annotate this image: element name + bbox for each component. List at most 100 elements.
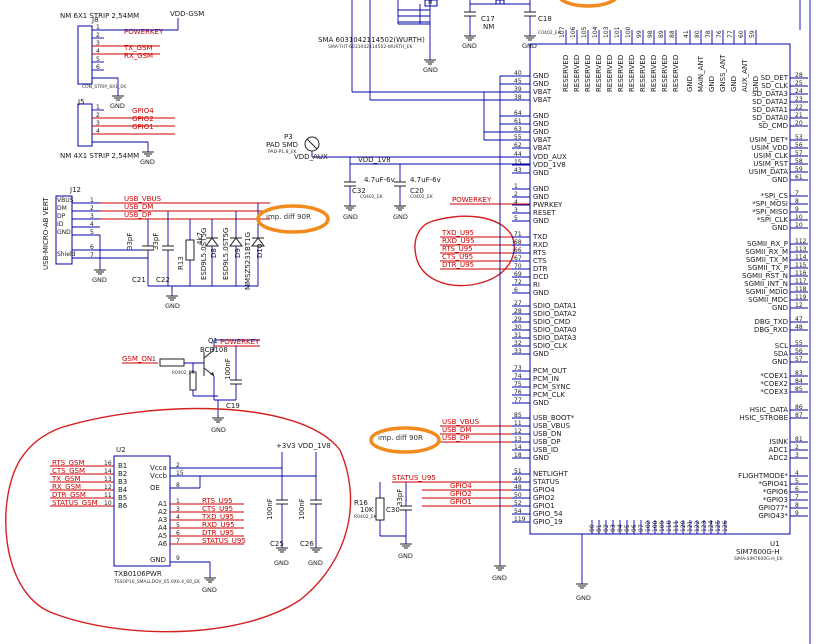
u1-right-pin-num: 22 (795, 104, 803, 111)
level-shifter-u2: U2 TXB0106PWR TSSOP16_SMALLDOV_65.0X6.4_… (50, 442, 331, 594)
u1-right-pin-name: HSIC_DATA (750, 406, 788, 414)
u2-right-net: RTS_U95 (202, 497, 233, 505)
u1-net-dtr: DTR_U95 (442, 261, 474, 269)
j5-pin-num: 2 (96, 112, 100, 119)
u1-bottom-pin-num: 95 (624, 524, 631, 532)
gnd-j8: GND (110, 95, 125, 110)
svg-text:1: 1 (152, 356, 156, 363)
u1-right-pin-num: 57 (795, 356, 803, 363)
j8-value: NM 6X1 STRIP 2,54MM (60, 12, 139, 20)
u1-bottom-pin-num: 108 (652, 520, 659, 532)
svg-text:R0402_EK: R0402_EK (172, 370, 196, 376)
u1-right-pin-num: 114 (795, 254, 807, 261)
u2-left-pin-name: B4 (118, 486, 128, 494)
u1-left-pin-num: 18 (514, 452, 522, 459)
u2-left-net: RX_GSM (52, 483, 81, 491)
svg-text:R0402_EK: R0402_EK (354, 514, 378, 520)
u2-left-pin-name: B2 (118, 470, 127, 478)
svg-text:GND: GND (110, 102, 125, 110)
u1-left-pin-name: GND (533, 350, 549, 358)
u2-right-pin-name: A6 (158, 540, 168, 548)
u1-right-pin-name: SGMII_RST_N (742, 272, 788, 280)
usb-connector-j12: J12 USB-MICRO-AB VERT 1234567VBUSDMDPIDG… (42, 186, 311, 310)
r16-resistor (375, 497, 385, 521)
u1-left-pin-num: 68 (514, 239, 522, 246)
j12-pin-num: 7 (90, 252, 94, 259)
j8-net-tx: TX_GSM (123, 44, 152, 52)
u1-left-pin-num: 27 (514, 300, 522, 307)
c21-val: 33pF (126, 233, 134, 250)
svg-text:GND: GND (522, 42, 537, 50)
u1-left-pin-name: GND (533, 112, 549, 120)
u1-top-pin-num: 89 (658, 30, 665, 38)
u1-right-pin-name: GPIO43* (758, 512, 788, 520)
j12-pin-num: 1 (90, 197, 94, 204)
u1-left-pin-name: SDIO_DATA0 (533, 326, 576, 334)
u2-gnd-pin: GND (150, 556, 166, 564)
r13-val: 4k7 (196, 232, 204, 245)
u1-top-pin-name: GND (730, 76, 738, 92)
u1-net-usb-dm: USB_DM (442, 426, 471, 434)
u1-right-pin-name: USIM_DET* (749, 136, 788, 144)
u1-left-pin-num: 44 (514, 151, 522, 158)
u1-right-pin-name: *SPI_CS (761, 192, 789, 200)
u1-left-pin-name: GPIO2 (533, 494, 555, 502)
c18-ref: C18 (538, 15, 552, 23)
u1-left-pin-num: 5 (514, 215, 518, 222)
u1-right-pin-name: GND (772, 224, 788, 232)
u1-right-pin-name: HSIC_STROBE (740, 414, 788, 422)
u1-right-pin-name: SDA (774, 350, 789, 358)
u1-right-pin-num: 57 (795, 150, 803, 157)
u1-left-pin-num: 13 (514, 436, 522, 443)
j12-pin-num: 6 (90, 244, 94, 251)
u1-right-pin-name: SGMII_MDC (748, 296, 788, 304)
u2-left-net: RTS_GSM (52, 459, 84, 467)
u1-right-pin-num: 55 (795, 340, 803, 347)
u1-right-pin-num: 113 (795, 246, 807, 253)
u2-left-pin-name: B1 (118, 462, 127, 470)
svg-text:GND: GND (165, 302, 180, 310)
p3-value: PAD SMD (266, 141, 298, 149)
u1-left-pin-num: 2 (514, 191, 518, 198)
u1-right-pin-num: 10 (795, 222, 803, 229)
u1-bottom-pin-num: 120 (680, 520, 687, 532)
u1-left-pin-name: PCM_IN (533, 375, 559, 383)
u2-right-pin-name: A4 (158, 524, 168, 532)
u1-right-pin-num: 24 (795, 88, 803, 95)
u1-footprint: SIMA-SIM7600G-H_EK (734, 556, 784, 562)
highlight-usb-impedance (256, 204, 330, 234)
u1-right-pin-num: 3 (795, 452, 799, 459)
u1-left-pin-name: CTS (533, 257, 547, 265)
u1-top-pin-num: 104 (592, 26, 599, 38)
u2-v18: VDD_1V8 (298, 442, 331, 450)
u1-top-pin-num: 100 (625, 26, 632, 38)
u1-top-pin-name: AUX_ANT (741, 59, 749, 92)
u2-right-pin-name: A3 (158, 516, 167, 524)
u2-left-net: DTR_GSM (52, 491, 86, 499)
status-u95-label: STATUS_U95 (392, 474, 436, 482)
u1-bottom-pin-num: 124 (708, 520, 715, 532)
j12-pin-name: VBUS (57, 197, 74, 204)
u1-top-pin-name: GND (708, 76, 716, 92)
u1-right-pin-num: 83 (795, 370, 803, 377)
pad-p3: P3 PAD SMD PAD-P1.8_EK VDD_AUX (266, 133, 530, 161)
j12-net-dp: USB_DP (124, 211, 151, 219)
r16-val: 10K (360, 506, 374, 514)
u1-right-pin-name: SGMII_RX_P (747, 240, 788, 248)
c19-val: 100nF (224, 358, 232, 380)
j5-net-gpio1: GPIO1 (132, 123, 154, 131)
u1-net-usb-vbus: USB_VBUS (442, 418, 480, 426)
u1-right-pin-num: 9 (795, 510, 799, 517)
u1-left-pin-name: GND (533, 399, 549, 407)
u1-top-pin-num: 41 (683, 30, 690, 38)
u1-right-pin-name: GND (772, 358, 788, 366)
u1-right-pin-num: 58 (795, 158, 803, 165)
u1-left-pin-name: NETLIGHT (533, 470, 569, 478)
u1-right-pin-name: *SPI_MISO (752, 208, 788, 216)
module-u1: U1 SIM7600G-H SIMA-SIM7600G-H_EK 107RESE… (512, 26, 808, 562)
u1-right-pin-name: SGMII_INT_N (744, 280, 788, 288)
u1-left-pin-name: SDIO_DATA2 (533, 310, 576, 318)
u1-left-pin-name: DTR (533, 265, 548, 273)
j12-pin-num: 5 (90, 229, 94, 236)
u1-right-pin-num: 116 (795, 270, 807, 277)
